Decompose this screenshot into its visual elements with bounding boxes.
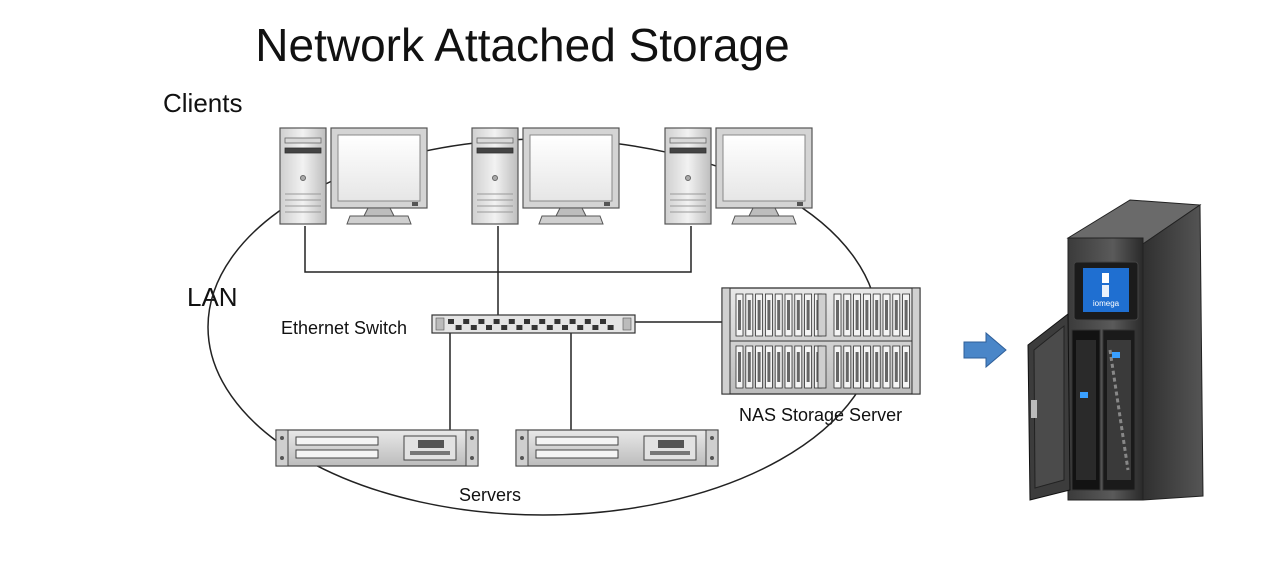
rack-server-1	[275, 429, 479, 467]
clients-label: Clients	[163, 88, 243, 118]
ethernet-switch-icon	[431, 314, 636, 334]
client-computer-2	[471, 127, 620, 225]
ethernet-switch-label: Ethernet Switch	[281, 318, 408, 338]
diagram-title: Network Attached Storage	[255, 19, 790, 71]
servers-label: Servers	[459, 485, 522, 505]
nas-storage-server-label: NAS Storage Server	[739, 405, 903, 425]
network-links	[304, 226, 722, 431]
client-computer-3	[664, 127, 813, 225]
device-brand: iomega	[1093, 299, 1120, 308]
nas-device-photo: iomega	[1027, 199, 1204, 501]
nas-rack-icon	[721, 287, 921, 395]
right-arrow-icon	[963, 331, 1007, 369]
rack-server-2	[515, 429, 719, 467]
client-computer-1	[279, 127, 428, 225]
